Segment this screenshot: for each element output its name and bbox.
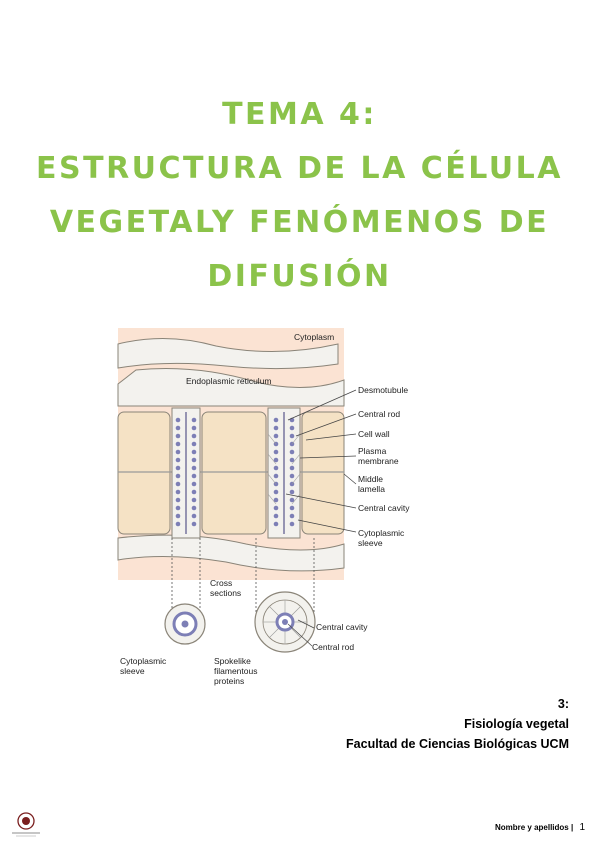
cell-wall-middle xyxy=(201,411,267,535)
projection-lines xyxy=(171,538,315,620)
cross-section-large xyxy=(254,591,316,653)
cross-section-small xyxy=(164,603,206,645)
plasmodesmata-figure: Cytoplasm Endoplasmic reticulum Desmotub… xyxy=(106,324,436,692)
label-membrane: membrane xyxy=(358,456,399,466)
page-number: 1 xyxy=(579,822,585,833)
er-bottom xyxy=(117,534,345,572)
spoke-lines xyxy=(267,433,301,505)
label-sections: sections xyxy=(210,588,241,598)
label-filamentous: filamentous xyxy=(214,666,257,676)
subject-info: 3: Fisiología vegetal Facultad de Cienci… xyxy=(346,694,569,754)
particle-column-2 xyxy=(191,417,197,527)
faculty-name: Facultad de Ciencias Biológicas UCM xyxy=(346,737,569,751)
cell-wall-left xyxy=(117,411,171,535)
university-seal-icon xyxy=(12,812,40,837)
document-title: TEMA 4: ESTRUCTURA DE LA CÉLULA VEGETALY… xyxy=(0,88,599,304)
plasmodesmata-diagram: Cytoplasm Endoplasmic reticulum Desmotub… xyxy=(117,328,410,686)
subject-name: Fisiología vegetal xyxy=(464,717,569,731)
label-desmotubule: Desmotubule xyxy=(358,385,408,395)
cell-wall-right xyxy=(301,411,345,535)
er-top xyxy=(117,337,339,370)
label-proteins: proteins xyxy=(214,676,244,686)
label-lamella: lamella xyxy=(358,484,385,494)
page-footer: Nombre y apellidos | 1 xyxy=(495,822,585,833)
label-plasma: Plasma xyxy=(358,446,387,456)
label-cs-central-rod: Central rod xyxy=(312,642,354,652)
label-central-rod: Central rod xyxy=(358,409,400,419)
title-line-1: TEMA 4: xyxy=(222,97,377,132)
label-central-cavity: Central cavity xyxy=(358,503,410,513)
label-cs-sleeve: sleeve xyxy=(120,666,145,676)
particle-column-1 xyxy=(175,417,181,527)
label-cytoplasmic: Cytoplasmic xyxy=(358,528,405,538)
label-cell-wall: Cell wall xyxy=(358,429,390,439)
er-band xyxy=(117,368,345,407)
label-cross: Cross xyxy=(210,578,232,588)
label-spokelike: Spokelike xyxy=(214,656,251,666)
label-endoplasmic-reticulum: Endoplasmic reticulum xyxy=(186,376,272,386)
leader-lines xyxy=(285,389,357,647)
label-cs-cytoplasmic: Cytoplasmic xyxy=(120,656,167,666)
title-line-2: ESTRUCTURA DE LA CÉLULA xyxy=(36,151,563,186)
label-cs-central-cavity: Central cavity xyxy=(316,622,368,632)
course-number: 3: xyxy=(557,697,569,711)
label-middle: Middle xyxy=(358,474,383,484)
title-line-4: DIFUSIÓN xyxy=(207,259,392,294)
university-logo xyxy=(8,810,44,840)
label-cytoplasm: Cytoplasm xyxy=(294,332,334,342)
label-sleeve: sleeve xyxy=(358,538,383,548)
footer-name-label: Nombre y apellidos xyxy=(494,823,569,832)
particle-column-3 xyxy=(273,417,279,527)
footer-separator: | xyxy=(568,823,576,832)
title-line-3: VEGETALY FENÓMENOS DE xyxy=(49,205,550,240)
